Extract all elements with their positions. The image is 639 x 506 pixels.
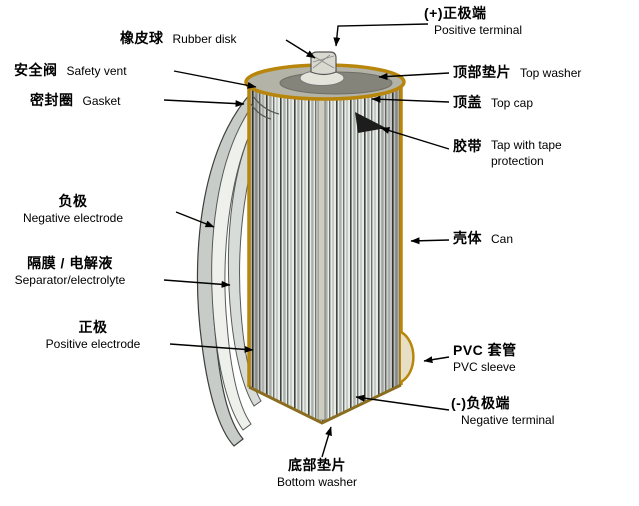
label-can-zh: 壳体: [453, 230, 482, 246]
label-negative-terminal-zh: (-)负极端: [451, 395, 510, 411]
label-top-washer-en: Top washer: [520, 66, 582, 80]
label-tape-en: Tap with tape protection: [491, 138, 562, 169]
label-pvc-sleeve-en: PVC sleeve: [453, 359, 516, 374]
arrow-safety-vent: [173, 70, 257, 89]
rubber-disk-hatch: [312, 54, 335, 69]
label-top-cap-en: Top cap: [491, 96, 534, 110]
arrow-positive-electrode: [169, 343, 254, 353]
label-pvc-sleeve: PVC 套管 PVC sleeve: [453, 342, 517, 374]
arrow-top-cap: [371, 95, 450, 103]
label-pvc-sleeve-zh: PVC 套管: [453, 342, 517, 358]
label-separator-electrolyte-en: Separator/electrolyte: [14, 272, 126, 287]
label-bottom-washer-zh: 底部垫片: [288, 457, 346, 473]
label-top-cap: 顶盖 Top cap: [453, 93, 533, 112]
arrow-tape: [380, 127, 450, 150]
label-separator-electrolyte: 隔膜 / 电解液 Separator/electrolyte: [4, 255, 136, 287]
arrow-pvc-sleeve: [423, 356, 450, 364]
arrow-positive-terminal: [333, 23, 429, 47]
tape-wedge: [355, 112, 386, 133]
label-safety-vent-en: Safety vent: [66, 64, 127, 78]
label-can: 壳体 Can: [453, 229, 513, 248]
label-gasket-en: Gasket: [82, 94, 121, 108]
label-gasket-zh: 密封圈: [30, 92, 74, 108]
label-negative-terminal: (-)负极端 Negative terminal: [451, 395, 554, 427]
label-positive-terminal: (+)正极端 Positive terminal: [424, 5, 522, 37]
arrow-negative-terminal: [355, 394, 450, 411]
label-bottom-washer-en: Bottom washer: [276, 474, 358, 489]
label-negative-electrode-zh: 负极: [58, 193, 88, 209]
arrow-gasket: [163, 99, 245, 108]
bottom-v-cut: [248, 383, 402, 425]
label-tape: 胶带 Tap with tape protection: [453, 137, 583, 169]
label-negative-terminal-en: Negative terminal: [461, 412, 555, 427]
label-separator-electrolyte-zh: 隔膜 / 电解液: [27, 255, 113, 271]
label-rubber-disk-zh: 橡皮球: [120, 30, 164, 46]
label-can-en: Can: [491, 232, 514, 246]
label-gasket: 密封圈 Gasket: [30, 91, 121, 110]
label-top-washer: 顶部垫片 Top washer: [453, 63, 581, 82]
arrow-top-washer: [378, 72, 450, 81]
label-bottom-washer: 底部垫片 Bottom washer: [258, 457, 376, 489]
label-positive-electrode: 正极 Positive electrode: [38, 319, 148, 351]
arrow-rubber-disk: [285, 39, 316, 59]
label-negative-electrode-en: Negative electrode: [22, 210, 124, 225]
crimp-detail: [250, 95, 280, 120]
label-positive-terminal-zh: (+)正极端: [424, 5, 487, 21]
arrow-can: [410, 237, 450, 245]
label-safety-vent: 安全阀 Safety vent: [14, 61, 127, 80]
terminal-button: [310, 51, 337, 76]
label-rubber-disk-en: Rubber disk: [172, 32, 237, 46]
label-top-cap-zh: 顶盖: [453, 94, 482, 110]
arrow-negative-electrode: [175, 211, 215, 228]
label-rubber-disk: 橡皮球 Rubber disk: [120, 29, 237, 48]
arrow-bottom-washer: [321, 426, 332, 458]
leader-arrows: [163, 23, 450, 458]
center-pin: [317, 89, 326, 421]
label-positive-electrode-en: Positive electrode: [45, 336, 141, 351]
label-top-washer-zh: 顶部垫片: [453, 64, 511, 80]
label-safety-vent-zh: 安全阀: [14, 62, 58, 78]
label-tape-zh: 胶带: [453, 138, 482, 154]
peeled-electrode-layers: [196, 91, 275, 447]
label-positive-electrode-zh: 正极: [78, 319, 108, 335]
arrow-separator-electrolyte: [163, 279, 231, 288]
pvc-sleeve-flap: [400, 330, 415, 384]
label-positive-terminal-en: Positive terminal: [434, 22, 523, 37]
label-negative-electrode: 负极 Negative electrode: [14, 193, 132, 225]
